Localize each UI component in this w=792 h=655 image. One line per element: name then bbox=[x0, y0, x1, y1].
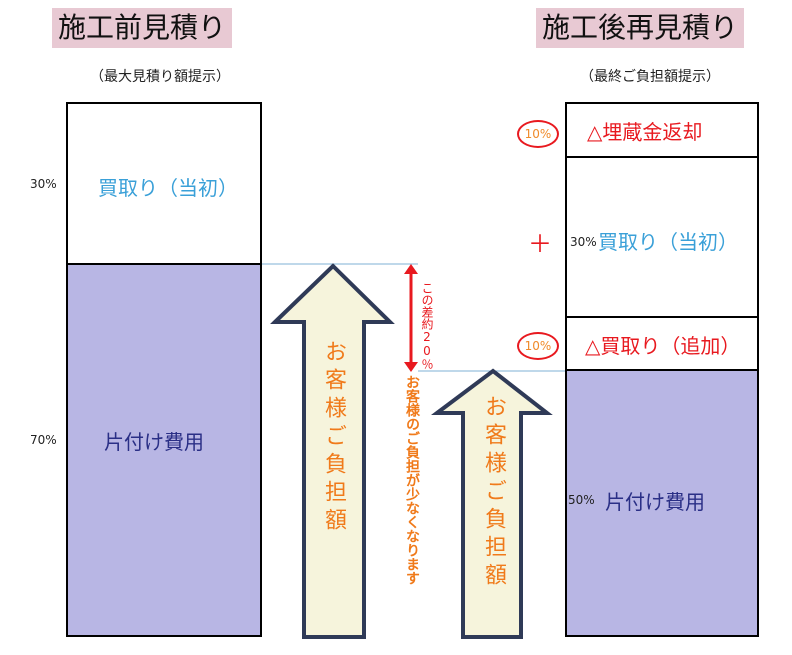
difference-arrow-down-head bbox=[404, 362, 418, 372]
plus-sign: ＋ bbox=[528, 230, 552, 258]
right-buy-pct: 30% bbox=[570, 235, 597, 249]
left-cost-pct: 70% bbox=[30, 433, 57, 447]
difference-note: お客様のご負担が少なくなります bbox=[404, 375, 420, 585]
left-subtitle: （最大見積り額提示） bbox=[90, 69, 230, 85]
difference-arrow-up-head bbox=[404, 264, 418, 274]
left-arrow-text: お客様ご負担額 bbox=[321, 340, 346, 536]
right-buy-label: 買取り（当初） bbox=[598, 230, 738, 254]
right-arrow-text: お客様ご負担額 bbox=[481, 395, 506, 591]
right-buried-label: △埋蔵金返却 bbox=[587, 120, 703, 144]
right-cost-box bbox=[565, 369, 759, 637]
right-buried-badge: 10% bbox=[517, 120, 559, 148]
right-burden-arrow bbox=[431, 368, 553, 639]
right-subtitle: （最終ご負担額提示） bbox=[580, 69, 720, 85]
left-buy-label: 買取り（当初） bbox=[98, 176, 238, 200]
right-cost-label: 片付け費用 bbox=[605, 490, 705, 514]
left-title: 施工前見積り bbox=[52, 8, 233, 48]
left-burden-arrow bbox=[270, 263, 395, 639]
right-title: 施工後再見積り bbox=[536, 8, 745, 48]
left-buy-pct: 30% bbox=[30, 177, 57, 191]
left-cost-box bbox=[66, 263, 262, 637]
right-add-badge: 10% bbox=[517, 332, 559, 360]
right-add-label: △買取り（追加） bbox=[585, 334, 741, 358]
difference-label: この差約20％ bbox=[420, 282, 434, 370]
left-cost-label: 片付け費用 bbox=[104, 430, 204, 454]
right-cost-pct: 50% bbox=[568, 493, 595, 507]
